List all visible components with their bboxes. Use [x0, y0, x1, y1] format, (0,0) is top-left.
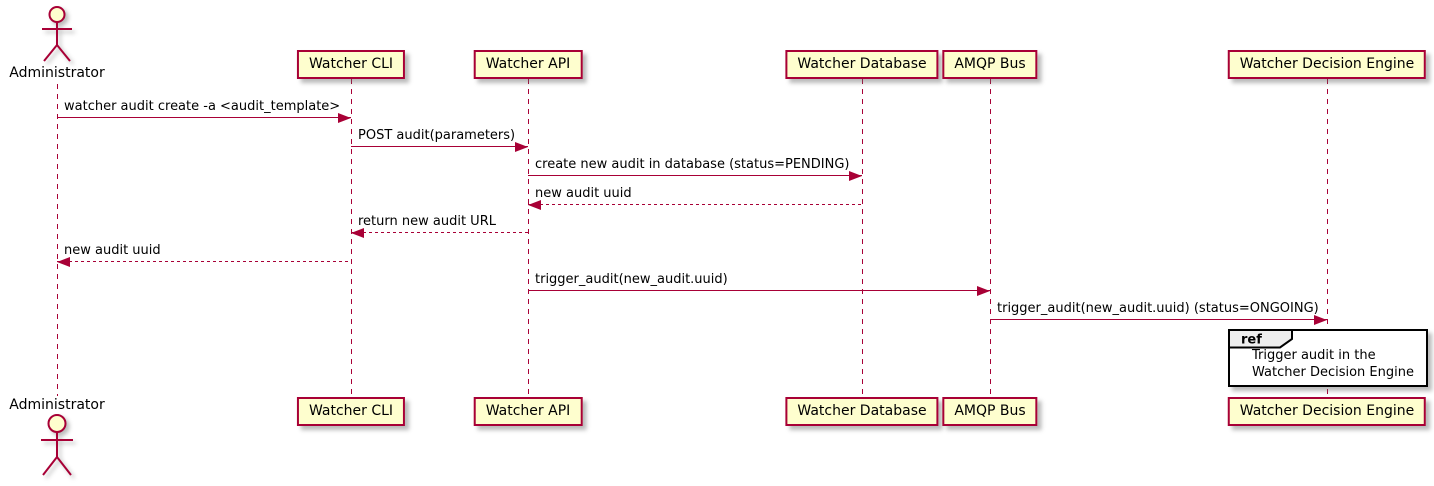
- message-arrowhead-4: [351, 228, 364, 238]
- ref-fragment: ref Trigger audit in the Watcher Decisio…: [1228, 329, 1428, 387]
- message-label-0: watcher audit create -a <audit_template>: [64, 99, 341, 114]
- message-arrowhead-3: [528, 200, 541, 210]
- message-label-5: new audit uuid: [64, 243, 161, 258]
- actor-label: Administrator: [9, 397, 105, 413]
- message-arrowhead-2: [849, 171, 862, 181]
- ref-tab-label: ref: [1241, 333, 1262, 348]
- message-arrowhead-0: [338, 113, 351, 123]
- message-arrowhead-6: [977, 286, 990, 296]
- message-arrowhead-1: [515, 142, 528, 152]
- message-line-7: [990, 319, 1327, 320]
- message-line-5: [57, 261, 351, 262]
- message-label-1: POST audit(parameters): [358, 128, 516, 143]
- message-arrowhead-5: [57, 257, 70, 267]
- message-line-3: [528, 204, 862, 205]
- ref-text-line: Trigger audit in the: [1252, 348, 1376, 363]
- message-line-1: [351, 146, 528, 147]
- ref-tab: ref: [1228, 329, 1293, 349]
- message-label-4: return new audit URL: [358, 214, 496, 229]
- message-label-7: trigger_audit(new_audit.uuid) (status=ON…: [997, 301, 1319, 316]
- participant-box-watcher-cli-bottom: Watcher CLI: [296, 397, 406, 426]
- message-line-2: [528, 175, 862, 176]
- ref-text-line: Watcher Decision Engine: [1252, 365, 1414, 380]
- participant-box-watcher-database-top: Watcher Database: [785, 50, 939, 79]
- lifeline-administrator: [57, 84, 58, 396]
- ref-text: Trigger audit in the Watcher Decision En…: [1252, 347, 1414, 381]
- message-label-3: new audit uuid: [535, 186, 632, 201]
- participant-box-amqp-bus-bottom: AMQP Bus: [942, 397, 1038, 426]
- message-line-4: [351, 232, 528, 233]
- lifeline-amqp-bus: [990, 79, 991, 397]
- actor-stick-figure-icon: [42, 6, 72, 62]
- message-arrowhead-7: [1314, 315, 1327, 325]
- participant-box-watcher-decision-engine-top: Watcher Decision Engine: [1227, 50, 1427, 79]
- participant-box-watcher-cli-top: Watcher CLI: [296, 50, 406, 79]
- lifeline-watcher-api: [528, 79, 529, 397]
- participant-box-amqp-bus-top: AMQP Bus: [942, 50, 1038, 79]
- participant-box-watcher-decision-engine-bottom: Watcher Decision Engine: [1227, 397, 1427, 426]
- participant-box-watcher-database-bottom: Watcher Database: [785, 397, 939, 426]
- message-line-6: [528, 290, 990, 291]
- lifeline-watcher-database: [862, 79, 863, 397]
- participant-box-watcher-api-bottom: Watcher API: [473, 397, 583, 426]
- participant-box-watcher-api-top: Watcher API: [473, 50, 583, 79]
- lifeline-watcher-cli: [351, 79, 352, 397]
- message-label-6: trigger_audit(new_audit.uuid): [535, 272, 728, 287]
- lifeline-watcher-decision-engine: [1327, 79, 1328, 397]
- actor-stick-figure-icon: [41, 414, 73, 476]
- message-label-2: create new audit in database (status=PEN…: [535, 157, 850, 172]
- actor-label: Administrator: [9, 65, 105, 81]
- message-line-0: [57, 117, 351, 118]
